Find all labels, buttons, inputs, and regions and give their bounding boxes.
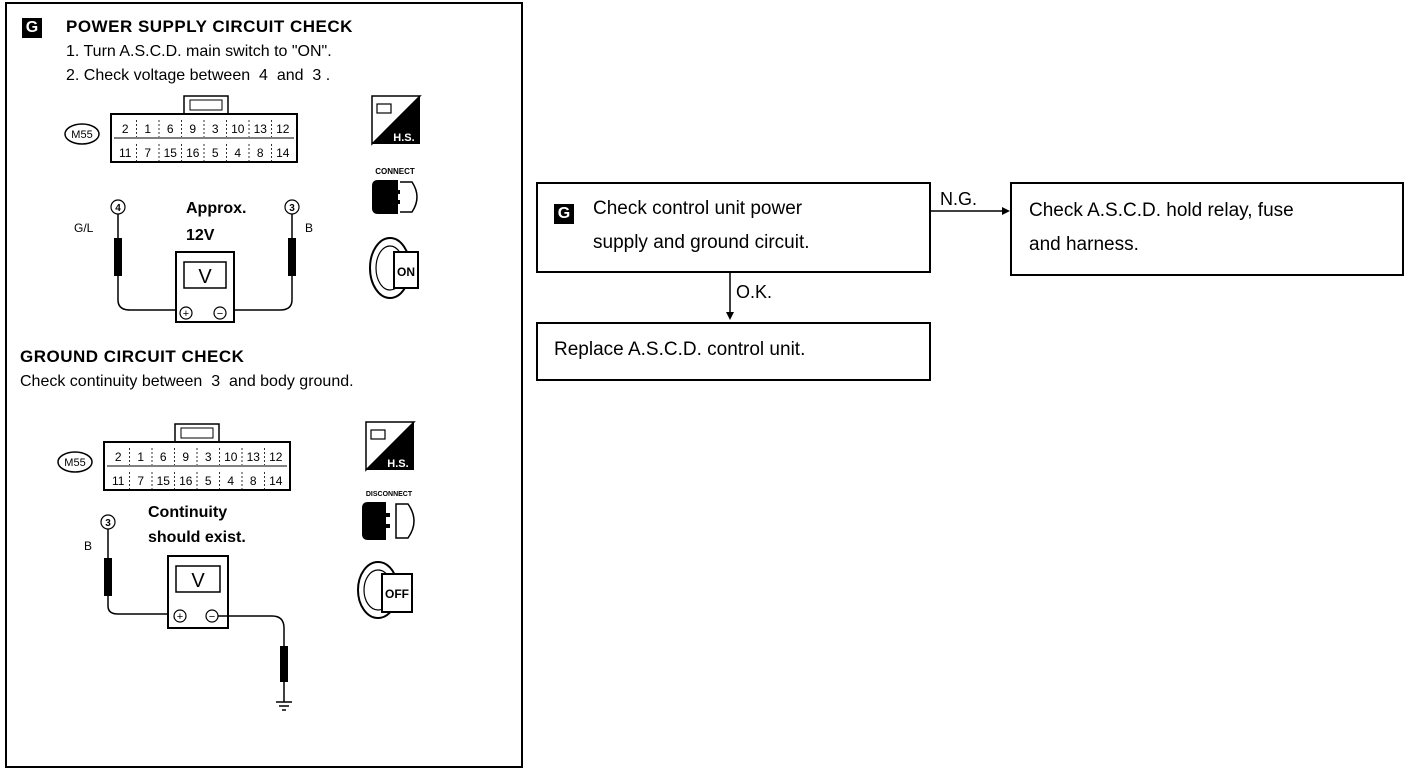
- connector-pin-label: 15: [157, 474, 171, 488]
- svg-text:H.S.: H.S.: [387, 458, 408, 470]
- connector-pin-label: 2: [115, 450, 122, 464]
- connector-pin-label: 9: [182, 450, 189, 464]
- terminal-3-label: 3: [289, 203, 295, 214]
- power-step-2-text: 2. Check voltage between: [66, 67, 251, 84]
- power-step-1: 1. Turn A.S.C.D. main switch to "ON".: [66, 43, 332, 60]
- svg-text:−: −: [209, 611, 215, 623]
- wire-color-b: B: [84, 539, 92, 553]
- connect-icon: CONNECT: [372, 167, 418, 214]
- ignition-key-on-icon: ON: [369, 237, 419, 299]
- ok-branch-label: O.K.: [736, 282, 773, 302]
- ng-result-box: Check A.S.C.D. hold relay, fuse and harn…: [1010, 182, 1404, 276]
- step-badge: G: [554, 204, 574, 224]
- ng-result-line1: Check A.S.C.D. hold relay, fuse: [1029, 200, 1294, 221]
- terminal-ref: 3: [312, 67, 322, 84]
- connector-pin-label: 1: [144, 122, 151, 136]
- connector-pin-label: 8: [250, 474, 257, 488]
- voltage-circuit: 4 G/L 3 B V + −: [74, 199, 313, 323]
- voltage-reading-value: 12V: [186, 227, 215, 244]
- terminal-4-label: 4: [115, 203, 121, 214]
- connector-pin-label: 5: [205, 474, 212, 488]
- continuity-circuit: 3 B V + −: [84, 514, 292, 711]
- continuity-result-line2: should exist.: [148, 529, 246, 546]
- svg-text:−: −: [217, 308, 223, 320]
- svg-text:CONNECT: CONNECT: [375, 167, 415, 176]
- connector-pin-label: 10: [224, 450, 238, 464]
- terminal-3-label: 3: [105, 518, 111, 529]
- svg-text:+: +: [183, 308, 189, 320]
- svg-text:DISCONNECT: DISCONNECT: [366, 491, 413, 498]
- connector-pin-label: 1: [137, 450, 144, 464]
- connector-pin-label: 5: [212, 146, 219, 160]
- hs-icon: H.S.: [371, 95, 422, 146]
- disconnect-icon: DISCONNECT: [362, 491, 415, 540]
- svg-text:OFF: OFF: [385, 587, 409, 601]
- ok-result-box: Replace A.S.C.D. control unit.: [536, 322, 931, 381]
- ignition-key-off-icon: OFF: [357, 561, 413, 619]
- check-step-line2: supply and ground circuit.: [593, 232, 810, 253]
- power-step-2-end: .: [325, 67, 331, 84]
- voltmeter-symbol: V: [198, 266, 212, 288]
- connector-pin-label: 3: [205, 450, 212, 464]
- ground-instruction: Check continuity between 3 and body grou…: [20, 373, 354, 391]
- connector-pin-label: 11: [119, 146, 132, 160]
- ground-instruction-end: and body ground.: [229, 373, 354, 390]
- connector-pin-label: 9: [189, 122, 196, 136]
- check-step-line1: Check control unit power: [593, 198, 803, 219]
- connector-pin-label: 7: [144, 146, 151, 160]
- connector-pin-label: 2: [122, 122, 129, 136]
- connector-id-label: M55: [71, 129, 92, 141]
- svg-text:H.S.: H.S.: [393, 132, 414, 144]
- flow-arrows: [726, 207, 1010, 320]
- connector-pin-label: 12: [269, 450, 283, 464]
- connector-pin-label: 16: [179, 474, 193, 488]
- hs-icon: H.S.: [365, 421, 416, 472]
- connector-pin-label: 14: [269, 474, 283, 488]
- terminal-ref: 4: [259, 67, 268, 84]
- connector-pin-label: 13: [254, 122, 268, 136]
- ground-check-title: GROUND CIRCUIT CHECK: [20, 347, 245, 366]
- connector-pin-label: 16: [186, 146, 200, 160]
- power-step-2-and: and: [276, 67, 304, 84]
- connector-pin-label: 8: [257, 146, 264, 160]
- connector-pin-label: 7: [137, 474, 144, 488]
- voltmeter-symbol: V: [191, 570, 205, 592]
- power-step-2: 2. Check voltage between 4 and 3 .: [66, 67, 330, 85]
- svg-text:+: +: [177, 611, 183, 623]
- connector-pin-label: 15: [164, 146, 178, 160]
- connector-pin-label: 4: [234, 146, 241, 160]
- step-badge: G: [22, 18, 42, 38]
- connector-pin-label: 6: [167, 122, 174, 136]
- ng-branch-label: N.G.: [940, 189, 978, 209]
- connector-pin-label: 4: [227, 474, 234, 488]
- terminal-ref: 3: [211, 373, 221, 390]
- continuity-result-line1: Continuity: [148, 504, 228, 521]
- connector-pin-label: 3: [212, 122, 219, 136]
- procedure-panel: [5, 2, 523, 768]
- voltage-reading-label: Approx.: [186, 200, 247, 217]
- connector-pin-label: 14: [276, 146, 290, 160]
- check-step-box: G Check control unit power supply and gr…: [536, 182, 931, 273]
- connector-pin-label: 13: [247, 450, 261, 464]
- connector-id-label: M55: [64, 457, 85, 469]
- svg-text:ON: ON: [397, 265, 415, 279]
- connector-pin-label: 12: [276, 122, 290, 136]
- wire-color-b: B: [305, 221, 313, 235]
- ok-result-line1: Replace A.S.C.D. control unit.: [554, 339, 806, 360]
- connector-pin-label: 10: [231, 122, 245, 136]
- connector-pin-label: 11: [112, 474, 125, 488]
- power-check-title: POWER SUPPLY CIRCUIT CHECK: [66, 17, 353, 36]
- wire-color-gl: G/L: [74, 221, 94, 235]
- ground-instruction-text: Check continuity between: [20, 373, 203, 390]
- ng-result-line2: and harness.: [1029, 234, 1139, 255]
- connector-pin-label: 6: [160, 450, 167, 464]
